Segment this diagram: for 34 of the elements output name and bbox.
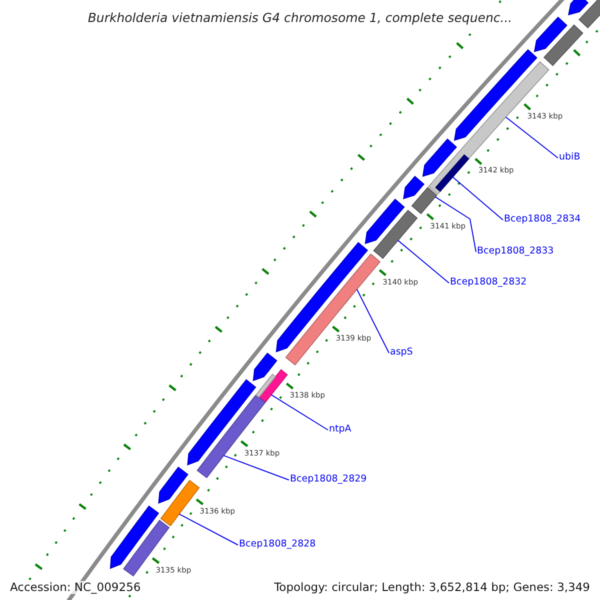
gene-block — [568, 0, 589, 16]
accession-text: Accession: NC_009256 — [8, 580, 143, 594]
gene-bar — [411, 186, 438, 214]
gene-bar — [258, 369, 288, 403]
gene-bar — [578, 0, 600, 28]
leader-line — [505, 116, 558, 158]
gene-label: Bcep1808_2834 — [504, 214, 581, 226]
gene-block — [364, 198, 405, 244]
genome-summary-text: Topology: circular; Length: 3,652,814 bp; Genes: 3,349 — [272, 580, 592, 594]
gene-bar — [160, 480, 200, 526]
gene-label: ntpA — [329, 424, 352, 436]
gene-label: Bcep1808_2828 — [239, 540, 316, 550]
leader-line — [223, 455, 290, 480]
gene-block — [422, 138, 458, 177]
leader-line — [178, 514, 238, 546]
gene-bar — [543, 24, 584, 66]
gene-block — [534, 16, 568, 52]
gene-block — [403, 176, 425, 200]
leader-line — [434, 196, 476, 252]
gene-block — [158, 466, 188, 504]
gene-label: Bcep1808_2832 — [450, 278, 527, 288]
gene-label: ubiB — [559, 152, 580, 164]
gene-bar — [196, 394, 266, 478]
leader-line — [356, 288, 390, 354]
gene-bar — [255, 374, 276, 398]
gene-label: Bcep1808_2829 — [290, 474, 367, 486]
gene-block — [252, 352, 278, 382]
leader-line — [270, 394, 328, 430]
gene-bar — [373, 210, 418, 259]
leader-line — [452, 176, 504, 220]
gene-bar — [285, 253, 381, 366]
gene-label: Bcep1808_2833 — [477, 246, 554, 258]
gene-label: aspS — [390, 348, 413, 358]
leader-line — [398, 240, 450, 284]
